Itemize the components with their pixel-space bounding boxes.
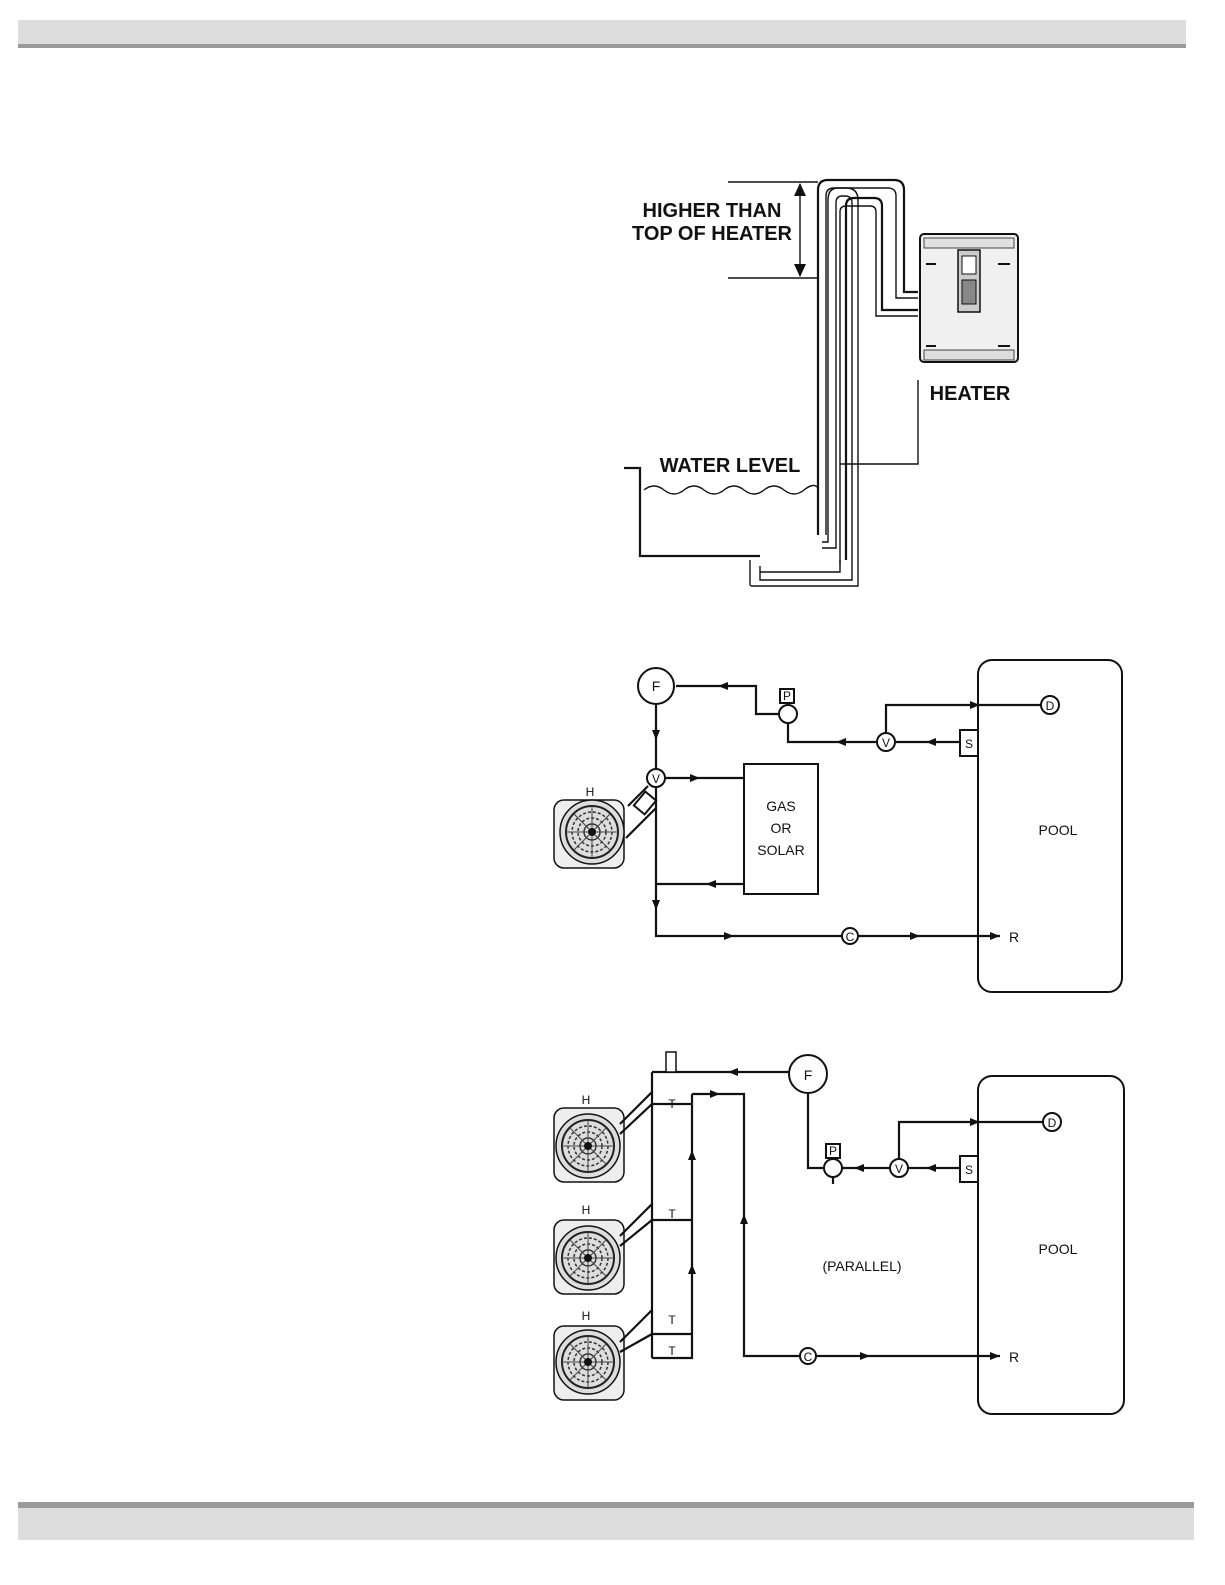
figure-parallel-heaters: POOL (PARALLEL) F P V bbox=[554, 1052, 1124, 1414]
dimension-arrow-up bbox=[794, 183, 806, 196]
label-pump: P bbox=[783, 689, 791, 703]
heat-pump-unit-3 bbox=[554, 1310, 652, 1400]
label-return-parallel: R bbox=[1009, 1349, 1019, 1365]
water-surface bbox=[644, 485, 818, 494]
label-parallel: (PARALLEL) bbox=[822, 1258, 901, 1274]
flow-arrow bbox=[860, 1352, 870, 1360]
label-pool-parallel: POOL bbox=[1039, 1241, 1078, 1257]
label-valve-lower: V bbox=[652, 772, 660, 786]
dimension-arrow-down bbox=[794, 264, 806, 277]
label-heatpump-2: H bbox=[582, 1203, 591, 1217]
label-pump-parallel: P bbox=[829, 1144, 837, 1158]
flow-arrow bbox=[740, 1214, 748, 1224]
label-heatpump: H bbox=[586, 785, 595, 799]
label-chlorinator-parallel: C bbox=[804, 1350, 813, 1364]
flow-arrow bbox=[688, 1150, 696, 1160]
pipe-filter-to-pump bbox=[676, 686, 778, 714]
label-filter: F bbox=[652, 678, 661, 694]
flow-arrow bbox=[724, 932, 734, 940]
flow-arrow bbox=[926, 1164, 936, 1172]
flow-arrow bbox=[836, 738, 846, 746]
pipe-filter-to-pump bbox=[808, 1090, 824, 1168]
heat-pump-unit-2 bbox=[554, 1204, 652, 1294]
label-valve-parallel: V bbox=[895, 1162, 903, 1176]
pipe-supply-outer bbox=[818, 180, 918, 535]
label-pool: POOL bbox=[1039, 822, 1078, 838]
label-valve-upper: V bbox=[882, 736, 890, 750]
heater-unit bbox=[920, 234, 1018, 362]
label-heater: HEATER bbox=[930, 383, 1011, 405]
flow-arrow bbox=[926, 738, 936, 746]
flow-arrow bbox=[688, 1264, 696, 1274]
pipe-outer-b bbox=[750, 188, 858, 586]
label-drain-parallel: D bbox=[1048, 1116, 1057, 1130]
label-water-level: WATER LEVEL bbox=[660, 455, 801, 477]
label-solar: SOLAR bbox=[757, 842, 804, 858]
label-skimmer-parallel: S bbox=[965, 1163, 973, 1177]
label-tee-1: T bbox=[668, 1097, 676, 1111]
heat-pump-unit bbox=[554, 800, 624, 868]
pool-wall bbox=[624, 468, 760, 556]
pipe-pump-to-valve bbox=[788, 722, 876, 742]
flow-arrow bbox=[728, 1068, 738, 1076]
label-heatpump-3: H bbox=[582, 1309, 591, 1323]
label-higher-than: HIGHER THAN bbox=[643, 200, 782, 222]
label-tee-4: T bbox=[668, 1344, 676, 1358]
flow-arrow bbox=[706, 880, 716, 888]
label-heatpump-1: H bbox=[582, 1093, 591, 1107]
label-tee-2: T bbox=[668, 1207, 676, 1221]
label-drain: D bbox=[1046, 699, 1055, 713]
pump-circle bbox=[779, 705, 797, 723]
flow-arrow bbox=[910, 932, 920, 940]
pipe-outer-a bbox=[760, 196, 852, 580]
label-tee-3: T bbox=[668, 1313, 676, 1327]
pipe-return-outer bbox=[846, 198, 918, 560]
flow-arrow bbox=[710, 1090, 720, 1098]
label-chlorinator: C bbox=[846, 930, 855, 944]
label-return: R bbox=[1009, 929, 1019, 945]
label-top-of-heater: TOP OF HEATER bbox=[632, 223, 793, 245]
pipe-bottom-link bbox=[760, 560, 840, 572]
figure-single-heater-plumbing: POOL F P V S D bbox=[554, 660, 1122, 992]
pump-circle-parallel bbox=[824, 1159, 842, 1177]
figure-heater-elevation: HIGHER THAN TOP OF HEATER HEATER WATER L bbox=[624, 180, 1018, 586]
label-gas: GAS bbox=[766, 798, 796, 814]
label-skimmer: S bbox=[965, 737, 973, 751]
flow-arrow bbox=[718, 682, 728, 690]
flow-arrow bbox=[690, 774, 700, 782]
manifold-cap bbox=[666, 1052, 676, 1072]
flow-arrow bbox=[652, 900, 660, 910]
label-filter-parallel: F bbox=[804, 1067, 813, 1083]
pipe-return-main bbox=[692, 1094, 800, 1356]
heat-pump-unit-1 bbox=[554, 1092, 652, 1182]
flow-arrow bbox=[652, 730, 660, 740]
flow-arrow bbox=[854, 1164, 864, 1172]
label-or: OR bbox=[771, 820, 792, 836]
